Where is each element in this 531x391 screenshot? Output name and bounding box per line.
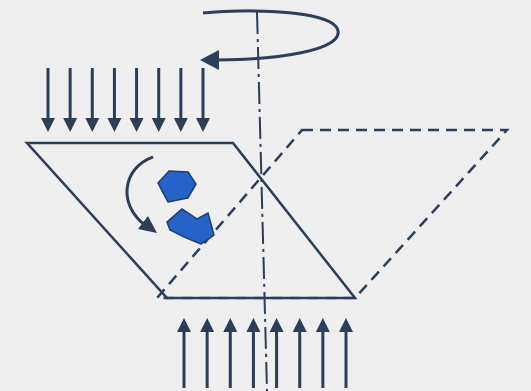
in-plane-rotation-arrow: [125, 155, 157, 233]
down-arrow: [196, 68, 210, 132]
up-arrow: [223, 318, 238, 388]
rotation-arrow: [200, 9, 340, 70]
up-arrow: [339, 318, 353, 388]
in-plane-arc: [125, 155, 154, 227]
rotation-arrowhead: [200, 50, 219, 70]
tilted-plate: [24, 141, 358, 300]
down-arrow: [129, 68, 144, 132]
down-arrow: [173, 68, 188, 132]
rotated-plate-outline: [154, 128, 510, 300]
rotation-axis: [256, 11, 268, 391]
down-arrow: [63, 68, 78, 132]
up-arrow: [200, 318, 215, 388]
rotation-arc: [202, 9, 340, 62]
up-arrow: [177, 318, 191, 388]
up-arrow: [315, 318, 330, 388]
particle: [157, 170, 197, 203]
down-arrow: [85, 68, 100, 132]
particles: [157, 170, 215, 245]
particle: [166, 208, 215, 245]
in-plane-arrowhead: [138, 216, 157, 233]
bottom-arrows: [177, 318, 353, 388]
top-arrows: [41, 68, 210, 132]
down-arrow: [107, 68, 122, 132]
down-arrow: [151, 68, 166, 132]
down-arrow: [41, 68, 55, 132]
up-arrow: [269, 318, 284, 388]
up-arrow: [292, 318, 307, 388]
up-arrow: [246, 318, 261, 388]
